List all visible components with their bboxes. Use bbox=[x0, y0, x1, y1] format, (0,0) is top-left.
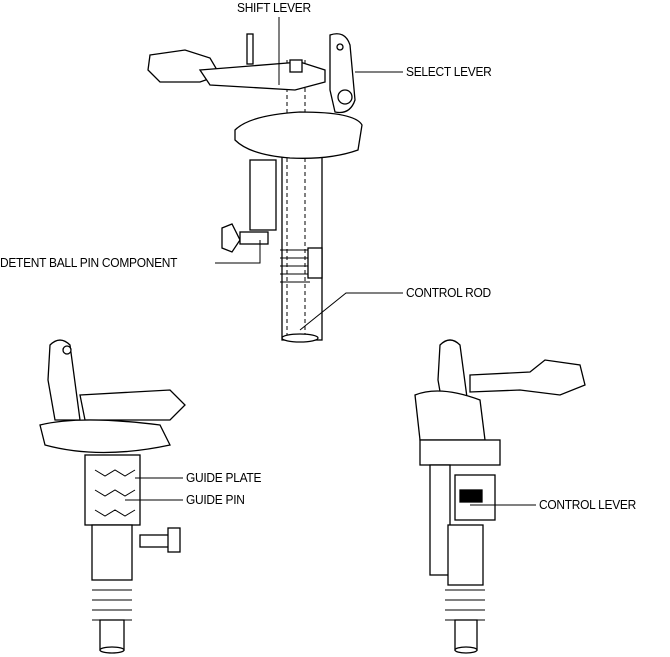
shift-lever-arm bbox=[198, 61, 326, 91]
detent-pin-knob bbox=[221, 223, 241, 253]
leader-lines bbox=[125, 17, 536, 506]
control-rod-leader bbox=[299, 292, 403, 331]
housing-flange bbox=[234, 111, 363, 159]
shift-lever-label: SHIFT LEVER bbox=[237, 0, 311, 15]
detent-ball-pin-label: DETENT BALL PIN COMPONENT bbox=[0, 255, 178, 270]
detent-ball-pin-leader bbox=[215, 240, 261, 264]
left-assembly-drawing bbox=[39, 339, 186, 654]
control-rod-body bbox=[281, 149, 323, 341]
right-assembly-drawing bbox=[414, 339, 586, 654]
control-lever-label: CONTROL LEVER bbox=[539, 497, 636, 512]
select-lever-label: SELECT LEVER bbox=[406, 64, 492, 79]
guide-pin-label: GUIDE PIN bbox=[186, 492, 245, 507]
guide-plate-label: GUIDE PLATE bbox=[186, 470, 262, 485]
control-rod-label: CONTROL ROD bbox=[406, 285, 491, 300]
top-assembly-drawing bbox=[147, 33, 363, 343]
